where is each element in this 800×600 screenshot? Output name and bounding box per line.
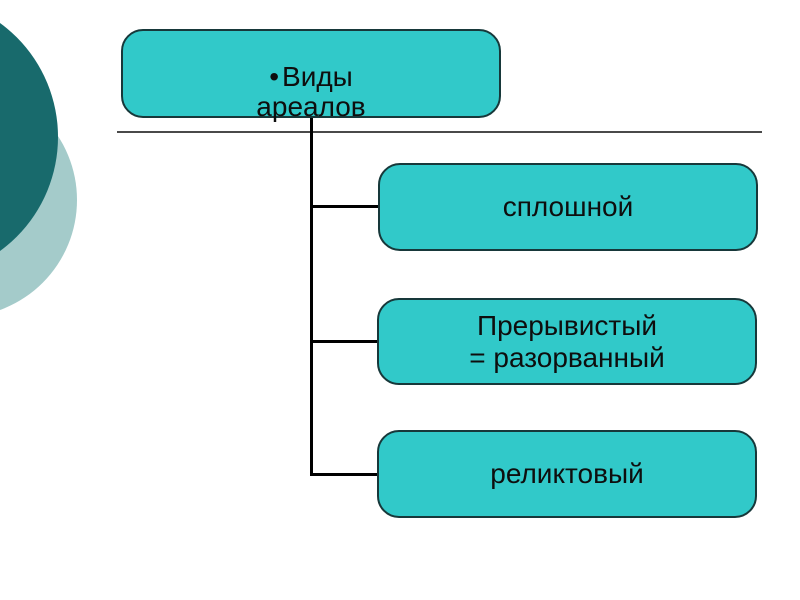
title-divider-line bbox=[117, 131, 762, 133]
node-box-intermittent: Прерывистый = разорванный bbox=[377, 298, 757, 385]
connector-vertical-line bbox=[310, 113, 313, 476]
bullet-marker: • bbox=[269, 61, 280, 92]
node-label: сплошной bbox=[502, 191, 634, 222]
node-box-relict: реликтовый bbox=[377, 430, 757, 518]
node-box-continuous: сплошной bbox=[378, 163, 758, 251]
node-root-label: •Виды ареалов bbox=[121, 62, 501, 122]
node-label: реликтовый bbox=[490, 458, 644, 489]
connector-branch-3 bbox=[310, 473, 378, 476]
node-root-text: Виды ареалов bbox=[256, 61, 366, 122]
connector-branch-2 bbox=[310, 340, 378, 343]
node-label: Прерывистый = разорванный bbox=[469, 309, 665, 373]
node-root-box bbox=[121, 29, 501, 118]
connector-branch-1 bbox=[310, 205, 378, 208]
